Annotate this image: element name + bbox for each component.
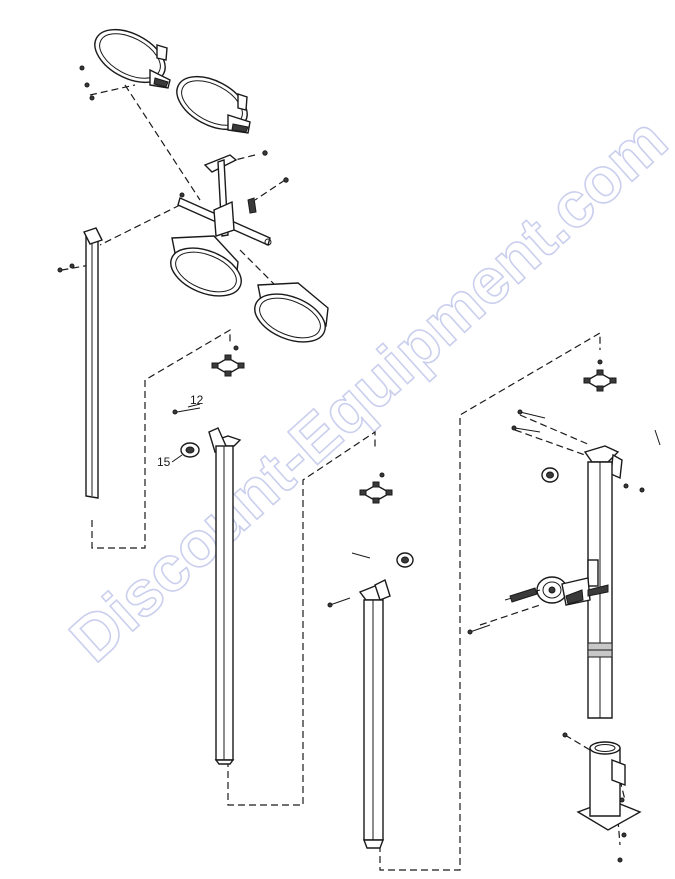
top-plate-1	[211, 345, 245, 377]
washer-15	[180, 442, 200, 458]
light-crossbar-bracket	[177, 154, 272, 246]
mast-section-1	[172, 345, 245, 765]
bolts-lamp-hardware	[57, 65, 289, 273]
callout-15-label: 15	[157, 455, 171, 469]
callout-12: 12	[187, 393, 204, 408]
winch-drum	[504, 576, 609, 606]
floodlight-top-right	[176, 75, 251, 134]
mast-section-3	[467, 359, 661, 719]
floodlight-top-left	[94, 28, 171, 89]
mast-section-2	[327, 472, 414, 849]
callout-15: 15	[157, 454, 183, 469]
callout-12-label: 12	[190, 393, 204, 407]
vertical-rod	[83, 227, 103, 499]
floodlight-lower-right	[254, 282, 329, 343]
top-plate-3	[583, 359, 617, 392]
floodlight-lower-left	[170, 235, 242, 297]
base-socket	[562, 732, 642, 863]
top-plate-2	[359, 472, 393, 504]
